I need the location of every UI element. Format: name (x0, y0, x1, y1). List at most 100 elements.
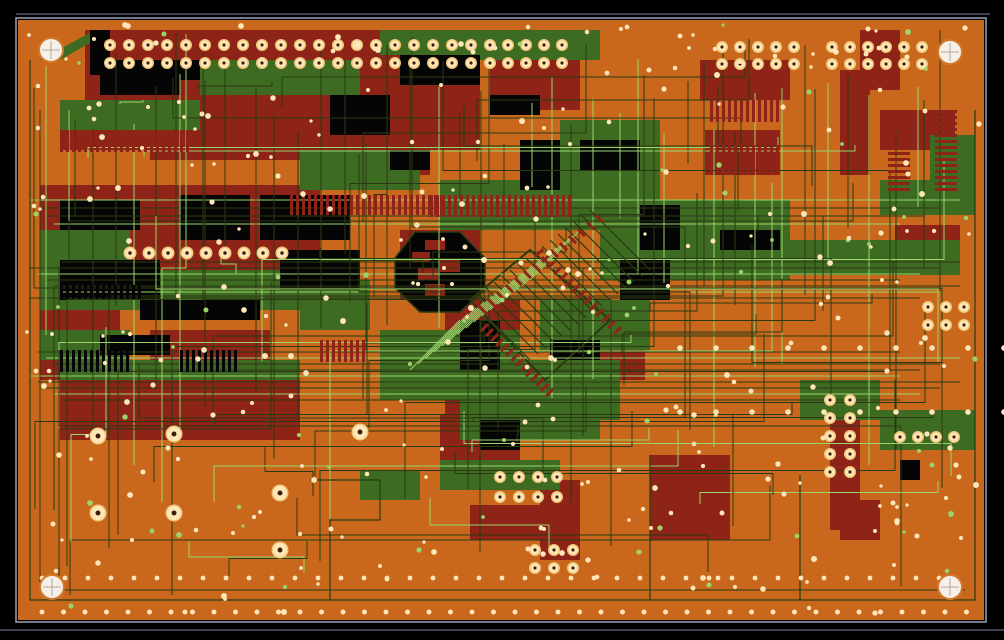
via (27, 33, 31, 37)
via (717, 102, 721, 106)
smd-pad (716, 100, 719, 122)
via (209, 199, 215, 205)
smd-pad (478, 195, 481, 217)
via (231, 531, 235, 535)
pad-drill (848, 416, 852, 420)
bottom-copper-region (840, 500, 880, 540)
via (760, 586, 766, 592)
qfp-pad (589, 301, 599, 312)
pad-drill (450, 61, 454, 65)
via (462, 244, 468, 250)
via (41, 383, 47, 389)
via (878, 504, 882, 508)
routed-trace (264, 447, 314, 496)
via (731, 379, 737, 385)
pad-drill (848, 434, 852, 438)
pad-drill (184, 61, 188, 65)
pad-drill (571, 548, 575, 552)
edge-via (190, 609, 195, 615)
smd-pad (935, 110, 957, 113)
void-region (330, 95, 390, 135)
edge-via (340, 609, 346, 615)
smd-pad (66, 130, 69, 152)
via (182, 609, 188, 615)
edge-via (223, 575, 229, 581)
void-region (550, 340, 600, 360)
void-region (140, 300, 260, 320)
routed-trace (69, 485, 771, 595)
smd-pad (436, 195, 439, 217)
edge-via (660, 575, 666, 581)
smd-pad (734, 100, 737, 122)
via (567, 141, 573, 147)
via (459, 201, 465, 207)
smd-pad (434, 195, 437, 215)
via (91, 36, 97, 42)
edge-via (729, 575, 735, 581)
smd-pad (888, 188, 910, 191)
via (944, 568, 950, 574)
smd-pad (740, 100, 743, 122)
pad-drill (517, 475, 521, 479)
via (652, 485, 658, 491)
pad-drill (165, 61, 169, 65)
edge-via (211, 609, 217, 615)
pad-drill (555, 475, 559, 479)
via (700, 463, 706, 469)
via (820, 435, 826, 441)
via (153, 40, 159, 46)
smd-pad (96, 130, 99, 152)
routed-trace (314, 386, 587, 476)
routed-trace (621, 314, 757, 354)
via (738, 269, 744, 275)
qfp-fanout-trace (441, 295, 493, 347)
via (465, 315, 469, 319)
via (722, 190, 728, 196)
void-region (100, 335, 170, 355)
via (867, 242, 871, 246)
qfp-fanout-trace (573, 221, 635, 283)
via (941, 363, 947, 369)
pad-drill (279, 43, 283, 47)
smd-pad (326, 340, 329, 362)
via (806, 89, 812, 95)
via (924, 67, 928, 71)
via (281, 609, 287, 615)
smd-pad (114, 285, 117, 299)
via (288, 393, 294, 399)
via (873, 529, 877, 533)
via (794, 533, 800, 539)
via (732, 584, 738, 590)
routed-trace (273, 116, 832, 401)
pad-drill (542, 43, 546, 47)
via (719, 510, 725, 516)
edge-via (770, 609, 776, 615)
qfp-pad (613, 325, 623, 336)
via (439, 83, 443, 87)
routed-trace (349, 65, 490, 302)
smd-pad (222, 350, 225, 372)
via (780, 104, 786, 110)
pad-drill (222, 61, 226, 65)
grid-via (893, 345, 899, 351)
via (770, 238, 774, 242)
via (126, 238, 132, 244)
routed-trace (471, 428, 650, 452)
via (165, 445, 171, 451)
pad-drill (720, 62, 724, 66)
via (95, 560, 101, 566)
pad-drill (828, 470, 832, 474)
bottom-copper-region (840, 70, 870, 175)
grid-via (749, 409, 755, 415)
qfp-pad (558, 241, 569, 252)
qfp-pad (601, 313, 611, 324)
via (962, 25, 968, 31)
smd-pad (416, 195, 419, 215)
smd-pad (78, 350, 81, 372)
smd-pad (72, 285, 75, 299)
via (765, 476, 771, 482)
qfp-pad (515, 357, 525, 368)
via (176, 99, 182, 105)
